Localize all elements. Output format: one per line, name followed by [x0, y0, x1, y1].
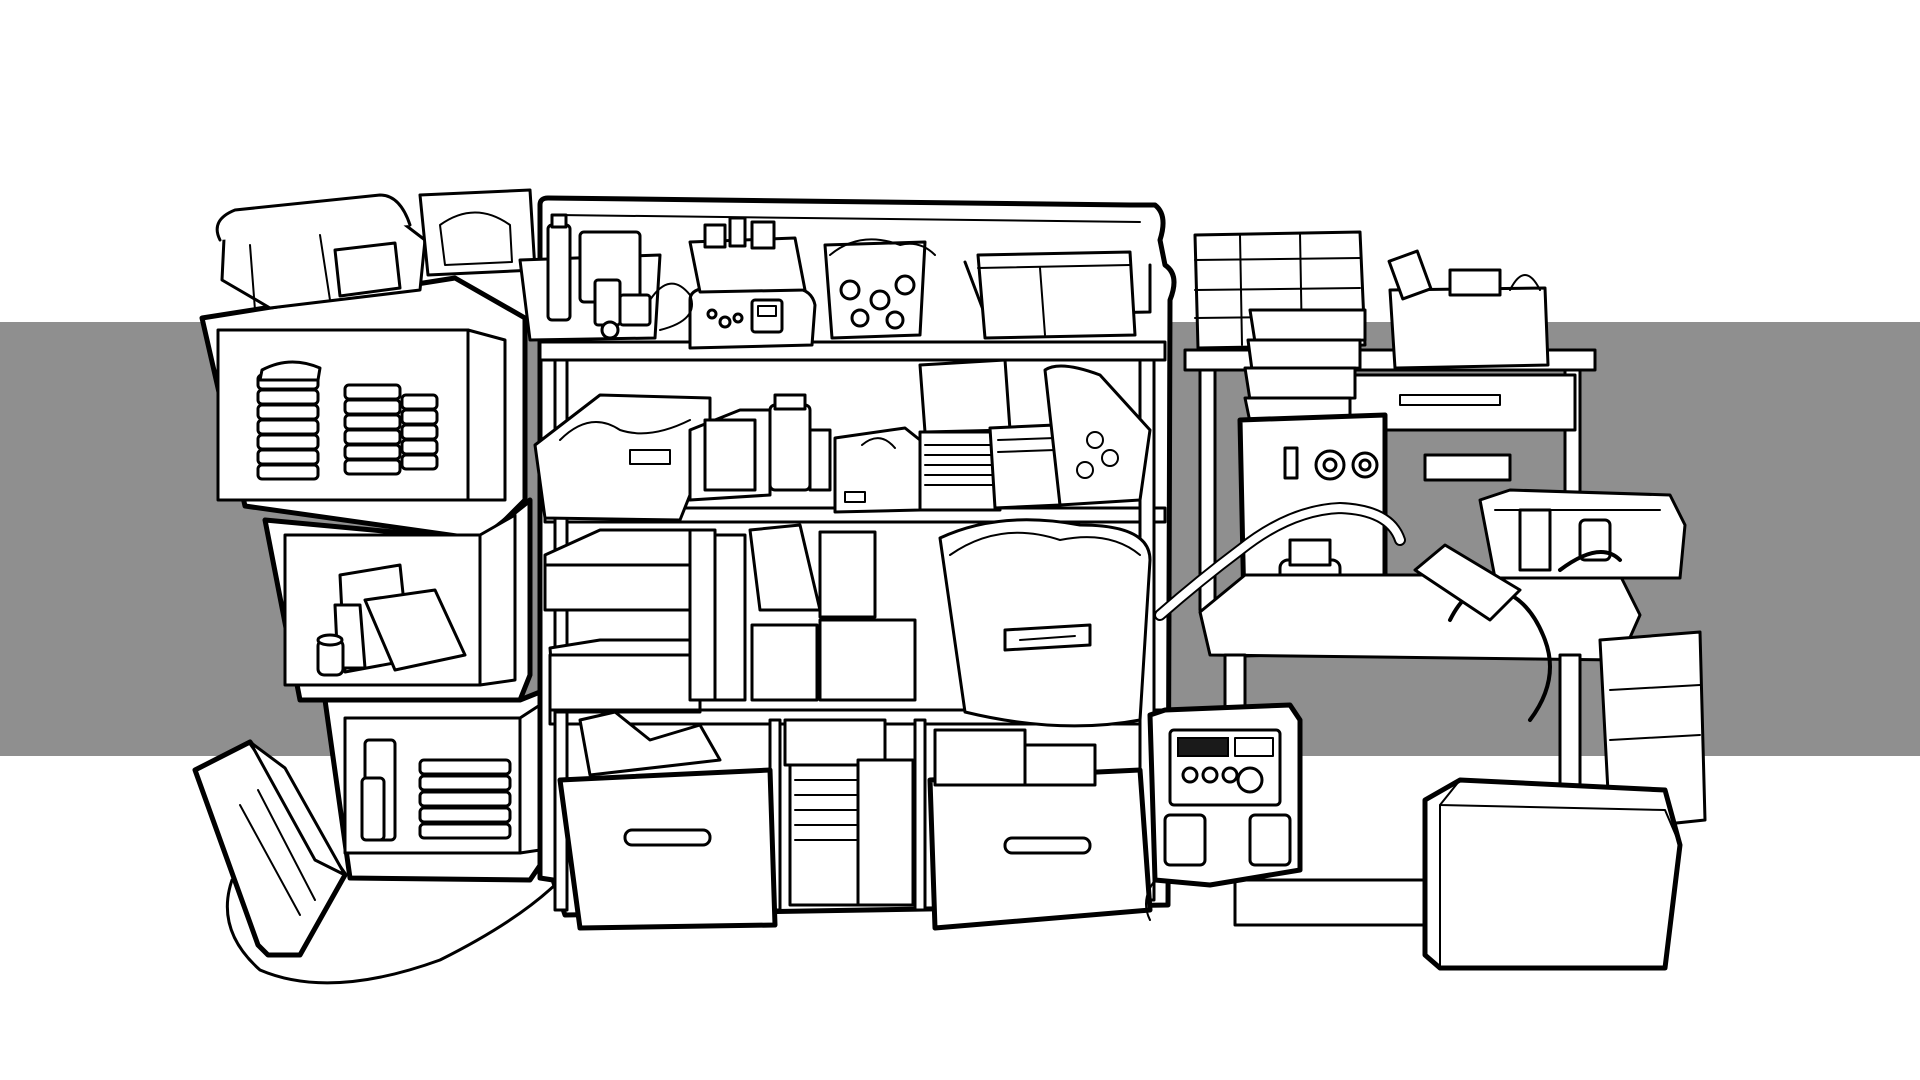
clear-bin-with-tubes	[823, 238, 936, 340]
table-desk	[1198, 573, 1642, 927]
tissue-box	[833, 426, 922, 514]
rolled-bag-on-top	[215, 193, 427, 311]
stacked-trays	[1243, 308, 1367, 424]
file-folders	[688, 523, 917, 702]
folded-supplies-stack-1	[256, 360, 322, 481]
fabric-storage-bin	[938, 518, 1152, 728]
left-cubby-shelf	[199, 188, 548, 883]
bottom-cubby-items	[360, 738, 512, 842]
center-shelving-unit	[518, 195, 1177, 931]
lidded-storage-box	[963, 250, 1152, 340]
crate-with-supplies	[688, 216, 807, 294]
portable-ventilator	[1145, 702, 1303, 921]
basket-with-bottles	[518, 213, 662, 342]
bottom-bin-right	[927, 728, 1153, 931]
infusion-pump-device	[649, 282, 817, 350]
pouches-bundle	[316, 563, 467, 677]
tubing-and-bag	[1413, 543, 1622, 722]
storage-box-front-right	[1422, 777, 1683, 971]
portable-device-left	[192, 739, 562, 985]
side-cabinet	[1598, 630, 1707, 832]
open-box-with-cables	[533, 393, 712, 522]
folded-supplies-stack-2	[343, 383, 439, 476]
bottom-bin-left	[557, 710, 778, 931]
box-with-tools-top-right	[1387, 249, 1550, 370]
stacked-small-boxes	[688, 393, 832, 502]
bottom-middle-papers	[783, 718, 915, 907]
box-on-top-left	[418, 188, 537, 277]
plastic-bag-of-items	[1043, 364, 1152, 507]
nebulizer-basket	[1478, 488, 1687, 580]
paper-stacks	[918, 358, 1062, 512]
